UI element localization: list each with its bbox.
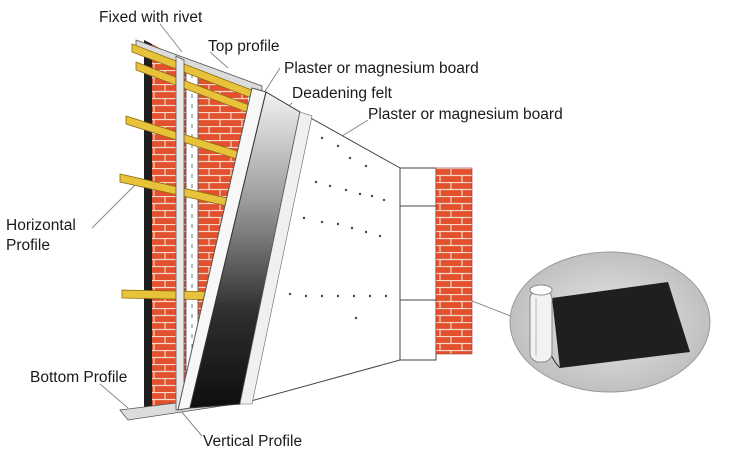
label-horizontal-profile-1: Horizontal — [6, 217, 76, 234]
label-top-profile: Top profile — [208, 38, 280, 55]
roll-cylinder-icon — [529, 284, 553, 363]
felt-sheet — [552, 282, 690, 368]
plaster-board-outer — [239, 111, 401, 405]
label-horizontal-profile-2: Profile — [6, 237, 50, 254]
leader-rivet — [159, 23, 183, 53]
felt-roll-inset — [509, 251, 711, 393]
leader-horizontal — [91, 181, 139, 229]
right-wall-section — [399, 167, 473, 361]
label-vertical-profile: Vertical Profile — [203, 433, 302, 450]
label-plaster-board-2: Plaster or magnesium board — [368, 106, 563, 123]
leader-bottom — [99, 383, 129, 409]
leader-plaster-2 — [341, 119, 369, 137]
leader-top-profile — [209, 51, 229, 69]
vertical-profile — [175, 55, 185, 411]
leader-vertical — [179, 409, 203, 437]
label-bottom-profile: Bottom Profile — [30, 369, 127, 386]
label-deadening-felt: Deadening felt — [292, 85, 393, 102]
horizontal-profiles — [119, 43, 263, 301]
label-fixed-with-rivet: Fixed with rivet — [99, 9, 203, 26]
label-plaster-board-1: Plaster or magnesium board — [284, 60, 479, 77]
